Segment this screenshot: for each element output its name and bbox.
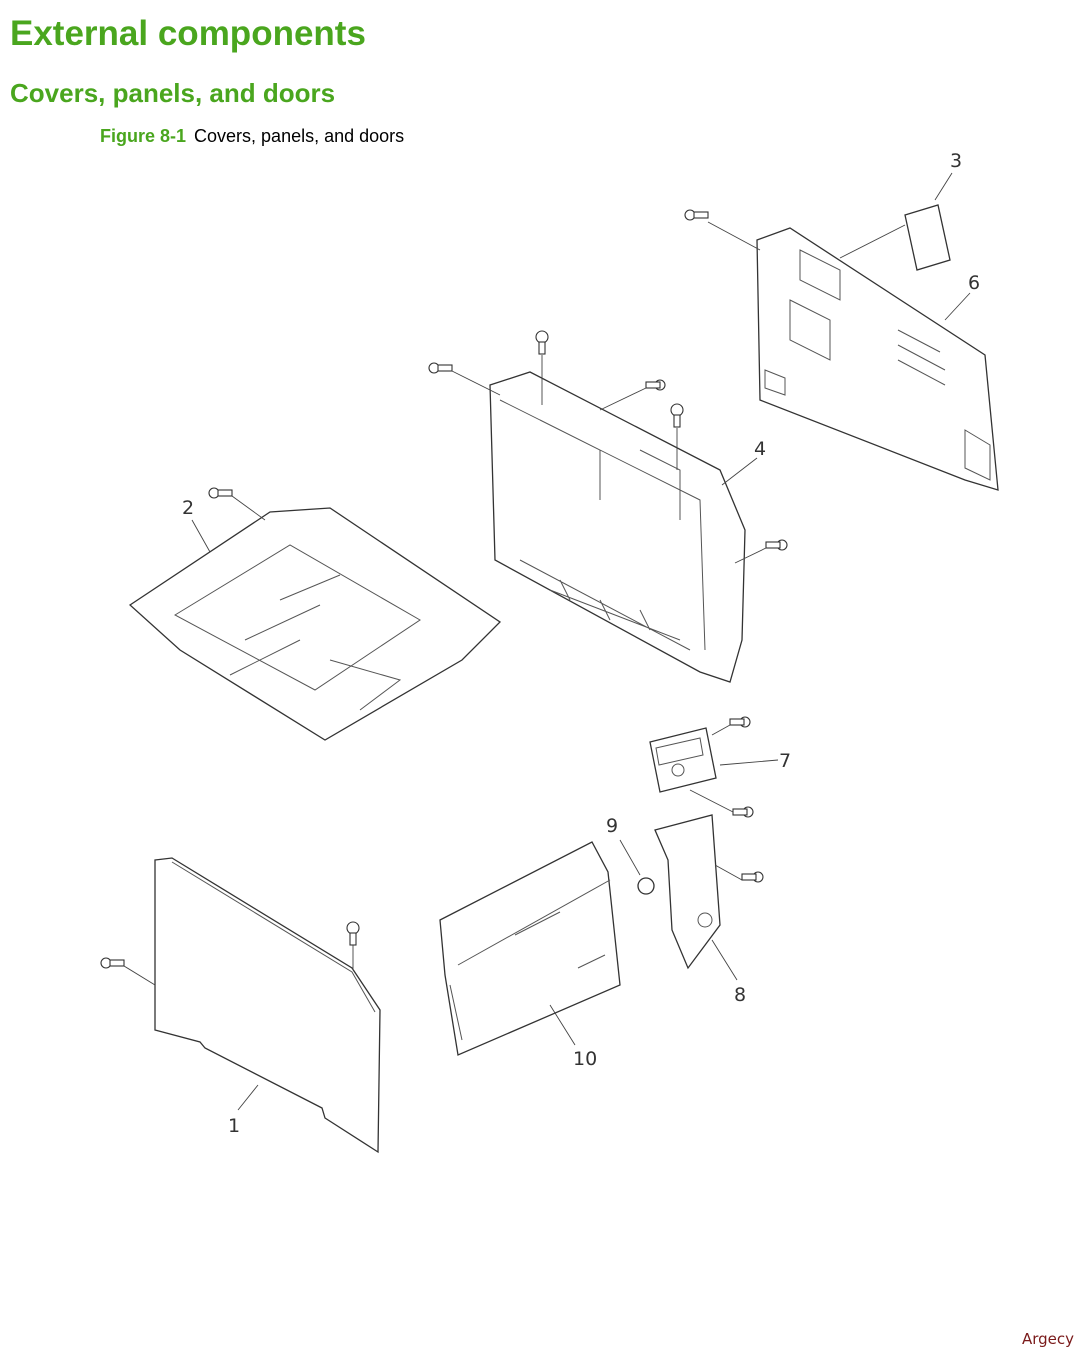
section-heading: Covers, panels, and doors: [10, 78, 336, 108]
callout-8: 8: [734, 984, 746, 1006]
callout-7: 7: [779, 750, 791, 772]
screws: [100, 209, 788, 969]
part-1-side-panel: [154, 857, 381, 1154]
part-4-frame: [489, 371, 746, 683]
callout-3: 3: [950, 150, 962, 172]
watermark: Argecy: [1021, 1330, 1074, 1348]
figure-title: Covers, panels, and doors: [194, 126, 405, 146]
part-3-cover: [904, 204, 951, 271]
figure-number: Figure 8-1: [100, 126, 187, 146]
page-heading: External components: [10, 14, 366, 53]
callout-6: 6: [968, 272, 980, 294]
part-6-rear-panel: [756, 227, 999, 491]
part-8-side-bracket: [654, 814, 721, 970]
callout-1: 1: [228, 1115, 240, 1137]
part-9-knob: [637, 877, 655, 895]
figure-caption: Figure 8-1 Covers, panels, and doors: [100, 126, 404, 147]
part-7-control-panel: [649, 727, 717, 793]
part-10-door: [439, 841, 621, 1056]
part-2-output-tray: [128, 507, 502, 741]
callout-4: 4: [754, 438, 766, 460]
callout-9: 9: [606, 815, 618, 837]
callout-2: 2: [182, 497, 194, 519]
callout-10: 10: [573, 1048, 597, 1070]
